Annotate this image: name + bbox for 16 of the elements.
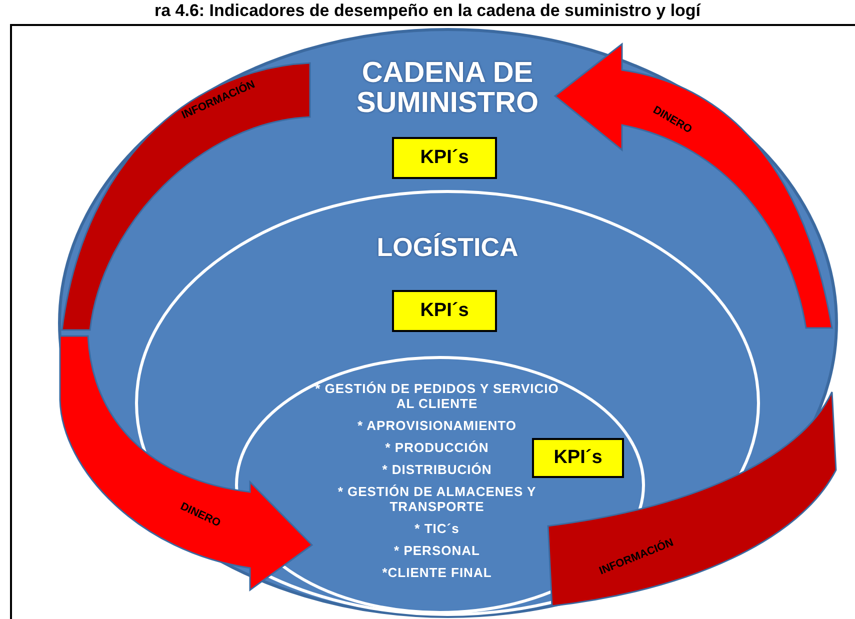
list-item: * APROVISIONAMIENTO xyxy=(356,418,518,433)
list-item: *CLIENTE FINAL xyxy=(381,565,493,580)
kpi-box: KPI´s xyxy=(392,290,497,332)
heading: LOGÍSTICA xyxy=(376,234,520,262)
list-item: * DISTRIBUCIÓN xyxy=(381,462,493,477)
list-item: * PRODUCCIÓN xyxy=(384,440,490,455)
block-arrow xyxy=(60,334,316,592)
heading: CADENA DE SUMINISTRO xyxy=(355,58,540,119)
list-item: * TIC´s xyxy=(414,521,460,536)
supply-chain-ellipse xyxy=(58,28,838,618)
list-item: * GESTIÓN DE ALMACENES Y TRANSPORTE xyxy=(336,484,538,514)
block-arrow xyxy=(552,42,834,330)
kpi-box: KPI´s xyxy=(532,438,624,478)
kpi-box: KPI´s xyxy=(392,137,497,179)
figure-title: ra 4.6: Indicadores de desempeño en la cadena de suministro y logí xyxy=(153,0,702,22)
list-item: * PERSONAL xyxy=(393,543,481,558)
